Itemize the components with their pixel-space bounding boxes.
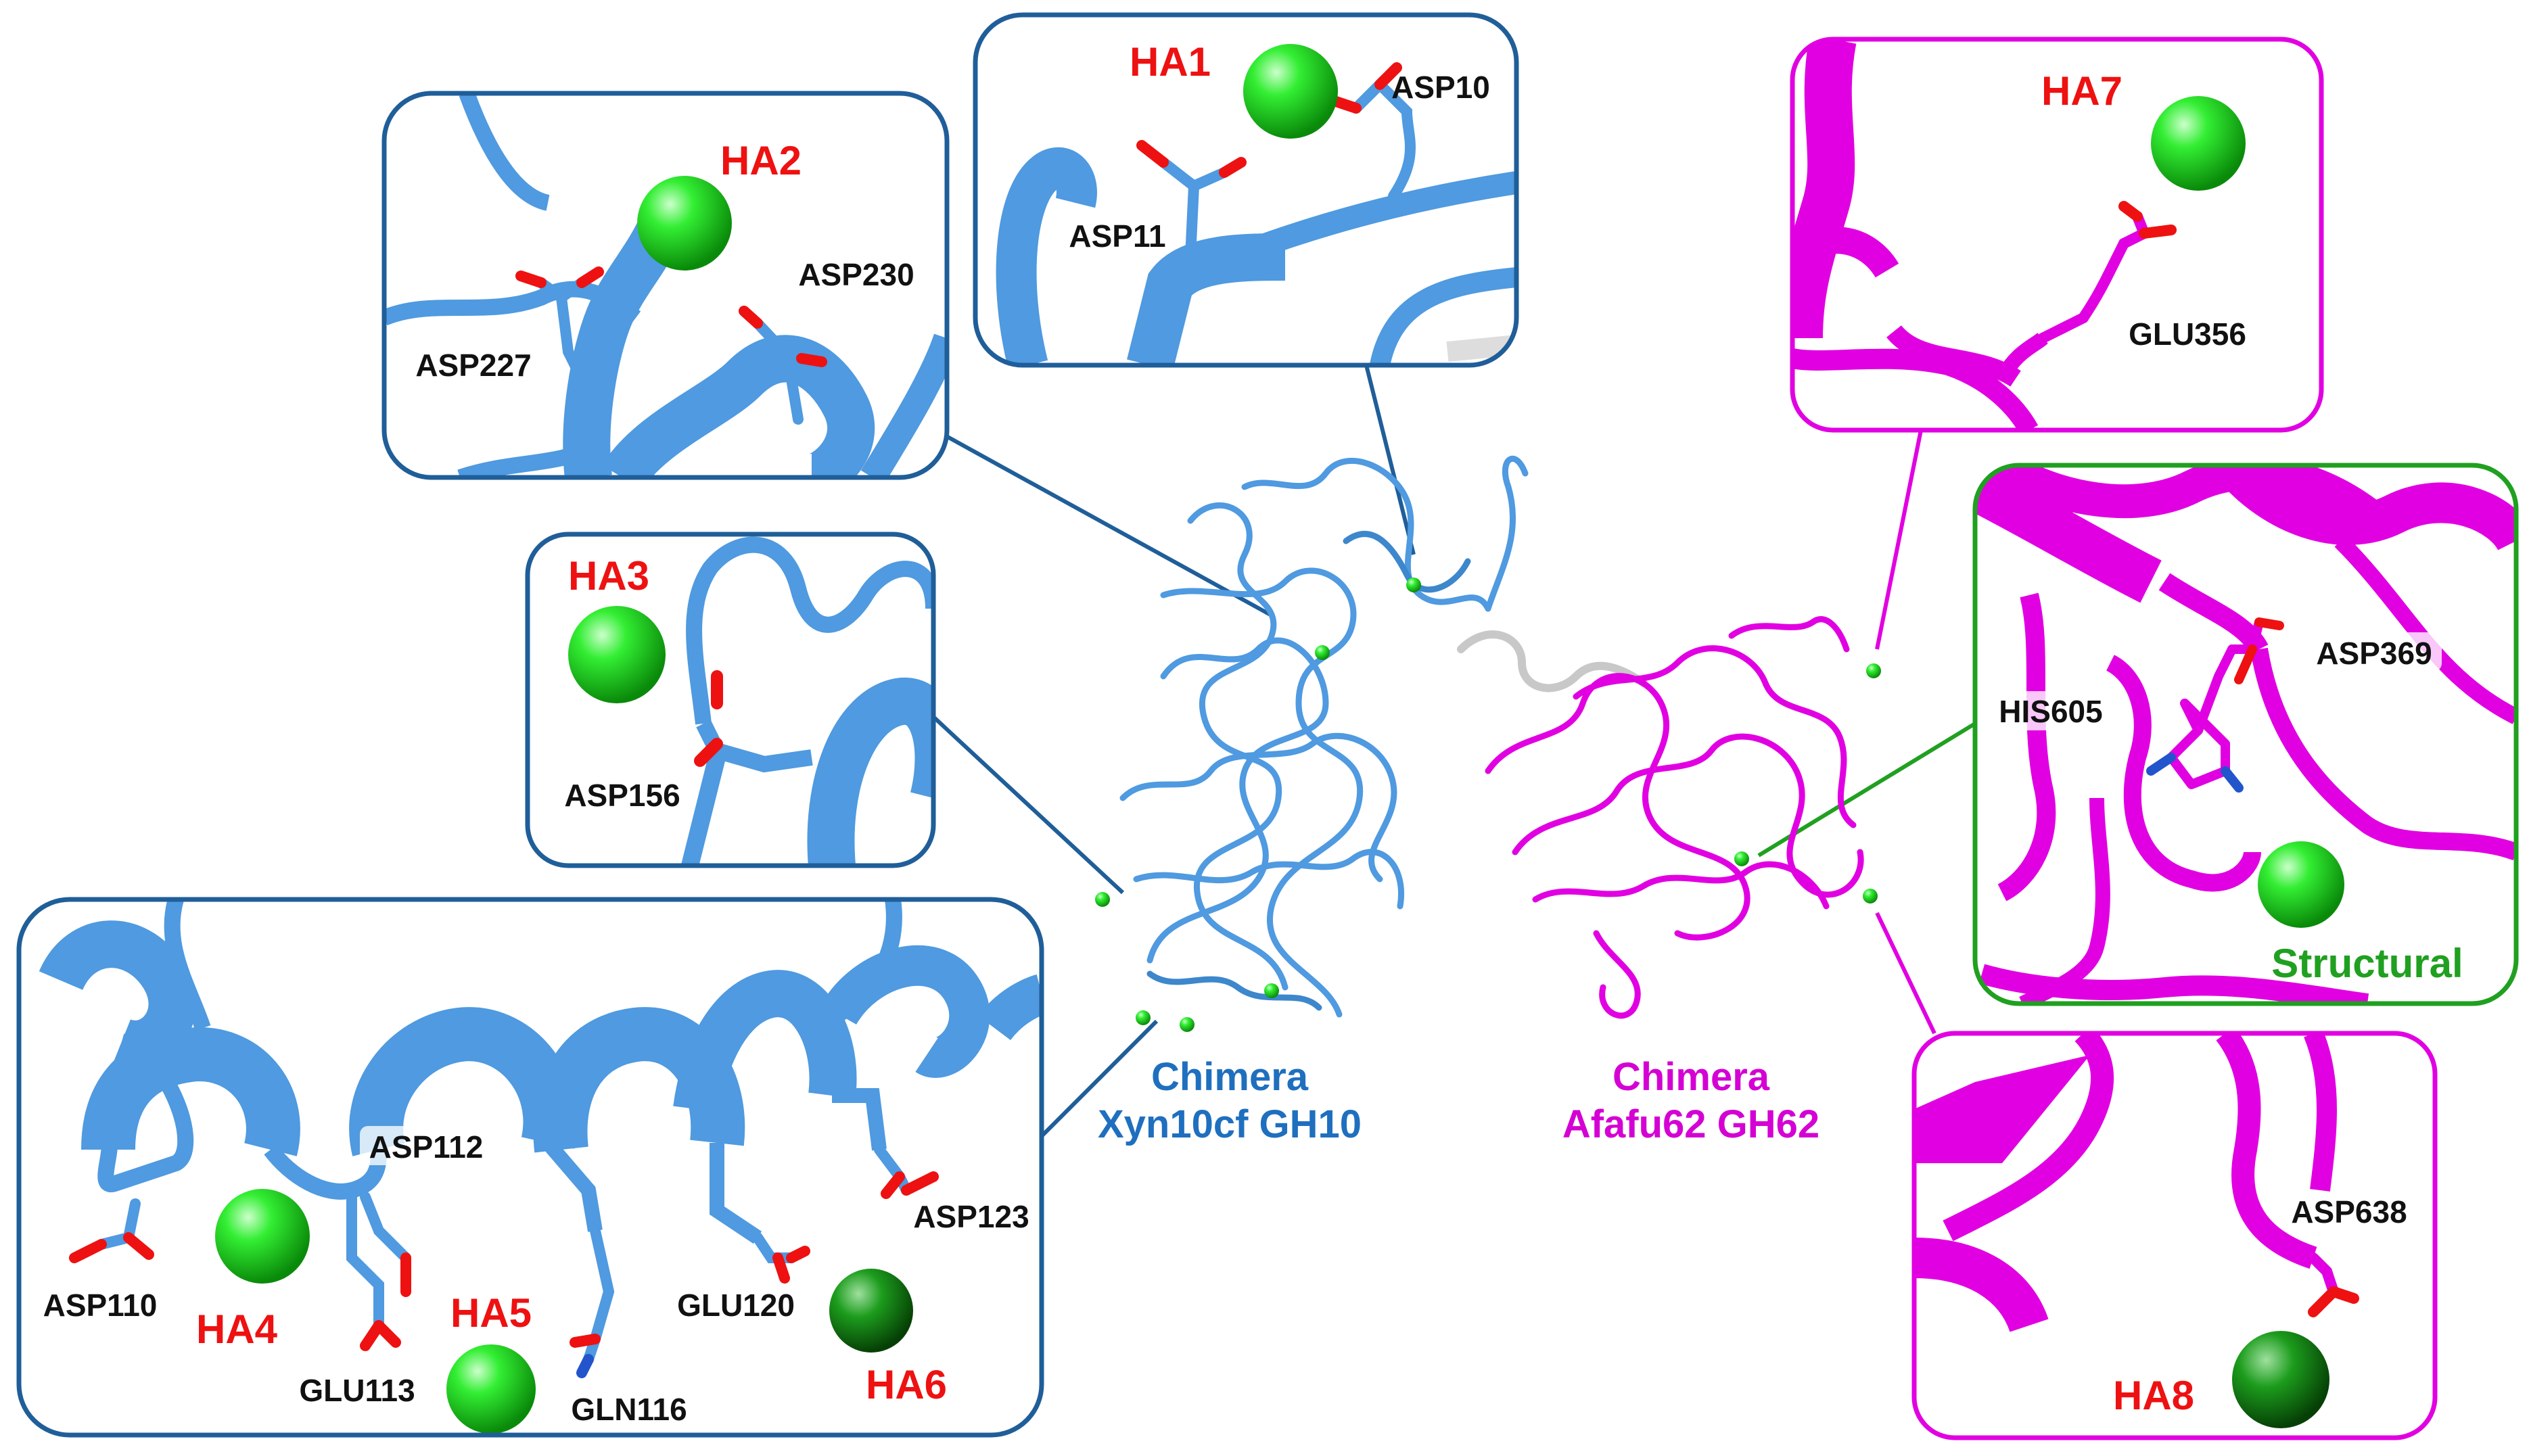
ion-ha4 <box>215 1189 310 1284</box>
ion-ha8 <box>2232 1331 2329 1428</box>
panel-ha3: HA3 ASP156 <box>525 532 936 868</box>
site-label-ha3: HA3 <box>568 553 649 598</box>
ion-ha3 <box>568 606 666 703</box>
residue-label-asp227: ASP227 <box>415 348 531 383</box>
panel-ha1: HA1 ASP10 ASP11 <box>973 12 1519 368</box>
connector-ha456 <box>1040 1019 1159 1138</box>
chain-label-afa-line2: Afafu62 GH62 <box>1562 1102 1819 1146</box>
chain-label-afa-line1: Chimera <box>1612 1055 1770 1099</box>
ion-ha6 <box>829 1269 913 1353</box>
site-label-structural: Structural <box>2271 941 2463 986</box>
ion-ha2 <box>637 176 732 271</box>
ion-central-6 <box>1180 1017 1194 1032</box>
ion-central-4 <box>1264 983 1279 998</box>
panel-structural: ASP369 HIS605 Structural <box>1972 463 2519 1006</box>
connector-ha8 <box>1875 912 1936 1035</box>
xyn10cf-structure <box>1119 455 1529 1018</box>
site-label-ha7: HA7 <box>2041 68 2122 114</box>
panel-ha7: HA7 GLU356 <box>1790 37 2324 433</box>
residue-label-asp369: ASP369 <box>2316 636 2432 671</box>
chain-label-xyn: Chimera Xyn10cf GH10 <box>1098 1055 1362 1146</box>
chain-label-xyn-line2: Xyn10cf GH10 <box>1098 1102 1362 1146</box>
connector-ha3 <box>931 715 1125 895</box>
residue-label-asp11: ASP11 <box>1069 218 1165 254</box>
connector-ha7 <box>1875 429 1923 650</box>
residue-label-asp10: ASP10 <box>1391 70 1490 105</box>
residue-label-his605: HIS605 <box>1999 694 2102 729</box>
residue-label-asp638: ASP638 <box>2291 1194 2407 1229</box>
ion-central-5 <box>1136 1010 1151 1025</box>
site-label-ha2: HA2 <box>720 138 802 183</box>
afafu62-structure <box>1485 616 1864 1019</box>
residue-label-asp230: ASP230 <box>798 257 914 292</box>
residue-label-asp112: ASP112 <box>369 1129 484 1165</box>
ion-ha7 <box>2151 96 2246 191</box>
site-label-ha5: HA5 <box>450 1290 532 1336</box>
ion-structural <box>2258 841 2344 928</box>
connector-lines <box>931 365 1976 1138</box>
residue-label-glu120: GLU120 <box>677 1288 795 1323</box>
ion-central-8 <box>1734 851 1749 866</box>
ion-central-9 <box>1863 889 1878 903</box>
residue-label-asp110: ASP110 <box>43 1288 158 1323</box>
residue-label-asp156: ASP156 <box>564 778 680 813</box>
panel-ha8: ASP638 HA8 <box>1911 1031 2438 1440</box>
ion-central-1 <box>1406 578 1421 592</box>
panel-ha456: ASP112 ASP123 ASP110 GLU120 GLU113 GLN11… <box>16 897 1044 1438</box>
residue-label-asp123: ASP123 <box>913 1199 1029 1234</box>
ion-ha1 <box>1243 44 1338 139</box>
ion-central-2 <box>1315 645 1330 660</box>
residue-label-glu113: GLU113 <box>299 1373 415 1408</box>
site-label-ha6: HA6 <box>866 1362 947 1407</box>
chain-label-afa: Chimera Afafu62 GH62 <box>1562 1055 1819 1146</box>
connector-ha1 <box>1364 365 1416 555</box>
residue-label-gln116: GLN116 <box>571 1392 687 1427</box>
site-label-ha1: HA1 <box>1130 39 1211 85</box>
ion-central-3 <box>1095 892 1110 907</box>
central-ions <box>1095 578 1881 1032</box>
site-label-ha4: HA4 <box>196 1307 278 1352</box>
residue-label-glu356: GLU356 <box>2129 316 2246 352</box>
connector-ha2 <box>939 431 1273 617</box>
panel-ha2: HA2 ASP230 ASP227 <box>381 91 950 480</box>
ion-central-7 <box>1866 663 1881 678</box>
chain-label-xyn-line1: Chimera <box>1151 1055 1309 1099</box>
site-label-ha8: HA8 <box>2113 1373 2194 1418</box>
ion-ha5 <box>446 1344 536 1434</box>
linker-segment <box>1457 630 1648 692</box>
